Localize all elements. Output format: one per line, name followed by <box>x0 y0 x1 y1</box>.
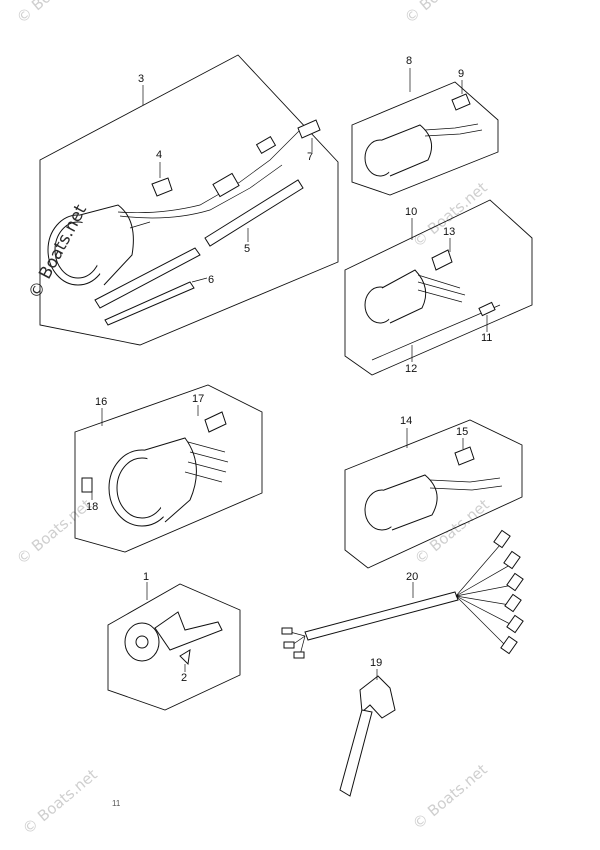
callout-1: 1 <box>143 571 149 583</box>
tube-5b <box>204 179 304 247</box>
harness-20-term-1 <box>493 529 511 549</box>
harness-3b <box>119 164 283 219</box>
wires-10 <box>417 274 466 303</box>
callout-12: 12 <box>405 363 417 375</box>
watermark-faint-7: © Boats.net <box>409 760 491 833</box>
footer-mark: 11 <box>112 799 121 808</box>
callout-9: 9 <box>458 68 464 80</box>
gauge-body-16 <box>144 437 197 523</box>
group-1-switch <box>107 582 241 711</box>
connector-11 <box>478 301 496 317</box>
callout-5: 5 <box>244 243 250 255</box>
bulb-15 <box>454 446 475 466</box>
callout-13: 13 <box>443 226 455 238</box>
bulb-17 <box>204 411 227 433</box>
group-10-outline <box>344 199 533 376</box>
leader-6 <box>191 277 208 283</box>
screw-2 <box>179 649 191 666</box>
callout-15: 15 <box>456 426 468 438</box>
bulb-4 <box>151 177 173 197</box>
harness-20-term-5 <box>506 614 524 634</box>
callout-3: 3 <box>138 73 144 85</box>
callout-10: 10 <box>405 206 417 218</box>
callout-20: 20 <box>406 571 418 583</box>
watermark-faint-6: © Boats.net <box>19 765 101 838</box>
callout-17: 17 <box>192 393 204 405</box>
group-3-outline <box>39 54 339 346</box>
harness-20-plug-c <box>293 651 305 659</box>
group-8-gauge <box>351 68 499 196</box>
harness-20-term-6 <box>500 635 518 655</box>
group-14-gauge <box>344 419 523 569</box>
gauge-body-3 <box>79 204 134 286</box>
switch-center-1 <box>135 635 149 649</box>
terminal-7 <box>297 119 321 139</box>
callout-16: 16 <box>95 396 107 408</box>
group-1-outline <box>107 583 241 711</box>
harness-20-term-2 <box>503 550 521 570</box>
callout-14: 14 <box>400 415 412 427</box>
wires-8 <box>424 123 483 137</box>
wires-14 <box>429 477 503 491</box>
watermark-faint-1: © Boats.net <box>13 0 95 27</box>
callout-19: 19 <box>370 657 382 669</box>
group-8-outline <box>351 81 499 196</box>
tie-6 <box>104 281 195 326</box>
harness-20-term-3 <box>506 572 524 592</box>
group-3-tachometer-kit <box>39 54 339 346</box>
callout-8: 8 <box>406 55 412 67</box>
watermark-faint-2: © Boats.net <box>401 0 483 27</box>
group-10-gauge <box>344 199 533 376</box>
connector-3 <box>212 172 240 198</box>
bulb-9 <box>451 93 471 111</box>
bulb-13 <box>431 249 453 271</box>
bulb-18 <box>81 477 93 493</box>
group-16-gauge <box>74 384 263 553</box>
lever-19 <box>339 669 396 797</box>
callout-11: 11 <box>481 332 492 344</box>
gauge-body-14 <box>383 474 438 531</box>
callout-4: 4 <box>156 149 162 161</box>
switch-lever-1 <box>154 611 223 651</box>
tube-5a <box>94 247 201 309</box>
group-16-outline <box>74 384 263 553</box>
watermark-faint-4: © Boats.net <box>13 495 95 568</box>
callouts: 3 4 7 5 6 8 9 10 13 11 12 16 17 18 14 15… <box>86 55 492 684</box>
harness-20-sheath <box>304 591 459 641</box>
gauge-stud-3 <box>129 221 151 229</box>
callout-7: 7 <box>307 151 313 163</box>
callout-18: 18 <box>86 501 98 513</box>
group-14-outline <box>344 419 523 569</box>
gauge-body-10 <box>381 269 427 324</box>
harness-20-plug-a <box>281 627 293 635</box>
wires-16 <box>184 441 229 483</box>
harness-20 <box>281 529 524 659</box>
callout-2: 2 <box>181 672 187 684</box>
harness-20-term-4 <box>504 593 522 613</box>
gauge-body-8 <box>381 124 433 177</box>
harness-20-branches <box>455 544 514 646</box>
harness-20-plug-b <box>283 641 295 649</box>
connector-3b <box>255 135 277 155</box>
lever-19-arm <box>339 709 373 797</box>
callout-6: 6 <box>208 274 214 286</box>
